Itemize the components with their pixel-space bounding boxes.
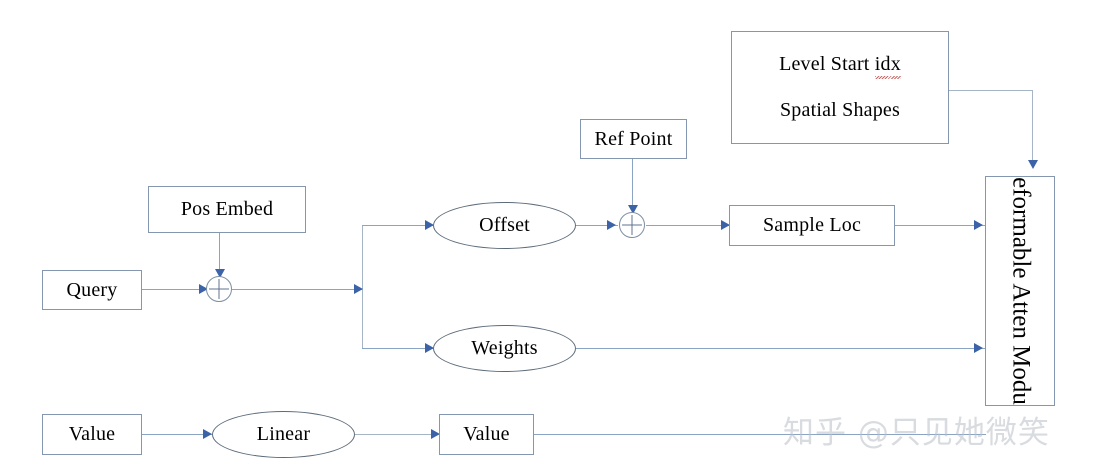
watermark: 知乎 @只见她微笑 xyxy=(783,415,1050,451)
node-deformable-attention-module[interactable]: Deformable Atten Module xyxy=(985,176,1055,406)
arrowhead-refpoint-to-add xyxy=(628,205,638,214)
connector-refpoint-to-add xyxy=(632,157,633,210)
node-ref-point[interactable]: Ref Point xyxy=(580,119,687,159)
level-start-text: Level Start xyxy=(779,53,875,76)
arrowhead-weights-to-deformable xyxy=(974,343,983,353)
arrowhead-split-to-offset xyxy=(425,220,434,230)
node-value-input-label: Value xyxy=(68,423,116,445)
connector-offset-to-add xyxy=(576,225,618,226)
node-value-input[interactable]: Value xyxy=(42,414,142,455)
arrowhead-split-to-weights xyxy=(425,343,434,353)
arrowhead-posembed-to-add xyxy=(215,269,225,278)
node-pos-embed-label: Pos Embed xyxy=(180,198,274,220)
connector-linear-to-value xyxy=(355,434,439,435)
connector-query-to-add xyxy=(142,289,208,290)
connector-posembed-to-add xyxy=(219,219,220,273)
plus-vertical-bar xyxy=(631,215,633,235)
node-deformable-attention-module-label: Deformable Atten Module xyxy=(1007,176,1035,406)
arrowhead-add-to-split xyxy=(354,284,363,294)
node-weights[interactable]: Weights xyxy=(433,325,576,372)
node-sample-loc[interactable]: Sample Loc xyxy=(729,205,895,246)
node-query[interactable]: Query xyxy=(42,270,142,310)
arrowhead-query-to-add xyxy=(199,284,208,294)
connector-add-to-sampleloc xyxy=(646,225,729,226)
connector-add-to-split xyxy=(232,289,362,290)
node-pos-embed[interactable]: Pos Embed xyxy=(148,186,306,233)
idx-misspelled-text: idx xyxy=(874,53,902,80)
node-value-output-label: Value xyxy=(463,423,510,445)
operator-add-query-pos-embed[interactable] xyxy=(206,276,232,302)
connector-levelinfo-right xyxy=(949,90,1033,91)
node-level-info[interactable]: Level Start idx Spatial Shapes xyxy=(731,31,949,144)
node-linear-label: Linear xyxy=(256,423,311,445)
node-ref-point-label: Ref Point xyxy=(594,127,673,150)
node-weights-label: Weights xyxy=(471,337,538,359)
arrowhead-levelinfo-to-deformable xyxy=(1028,160,1038,169)
arrowhead-offset-to-add xyxy=(607,220,616,230)
arrowhead-sampleloc-to-deformable xyxy=(974,220,983,230)
connector-value-to-deformable xyxy=(534,434,986,435)
arrowhead-add-to-sampleloc xyxy=(721,220,730,230)
connector-value-to-linear xyxy=(142,434,212,435)
node-linear[interactable]: Linear xyxy=(212,411,355,458)
node-level-start-idx-label: Level Start idx xyxy=(779,53,902,80)
node-offset[interactable]: Offset xyxy=(433,202,576,249)
connector-weights-to-deformable xyxy=(576,348,985,349)
operator-add-offset-refpoint[interactable] xyxy=(619,212,645,238)
arrowhead-linear-to-value xyxy=(431,429,440,439)
node-offset-label: Offset xyxy=(479,214,530,236)
arrowhead-value-to-linear xyxy=(203,429,212,439)
node-query-label: Query xyxy=(66,278,118,301)
connector-split-to-weights xyxy=(362,348,433,349)
plus-vertical-bar xyxy=(218,279,220,299)
connector-sampleloc-to-deformable xyxy=(895,225,985,226)
node-spatial-shapes-label: Spatial Shapes xyxy=(779,98,900,121)
connector-split-to-offset xyxy=(362,225,433,226)
connector-levelinfo-down xyxy=(1032,90,1033,164)
node-sample-loc-label: Sample Loc xyxy=(762,214,862,236)
node-value-output[interactable]: Value xyxy=(439,414,534,455)
